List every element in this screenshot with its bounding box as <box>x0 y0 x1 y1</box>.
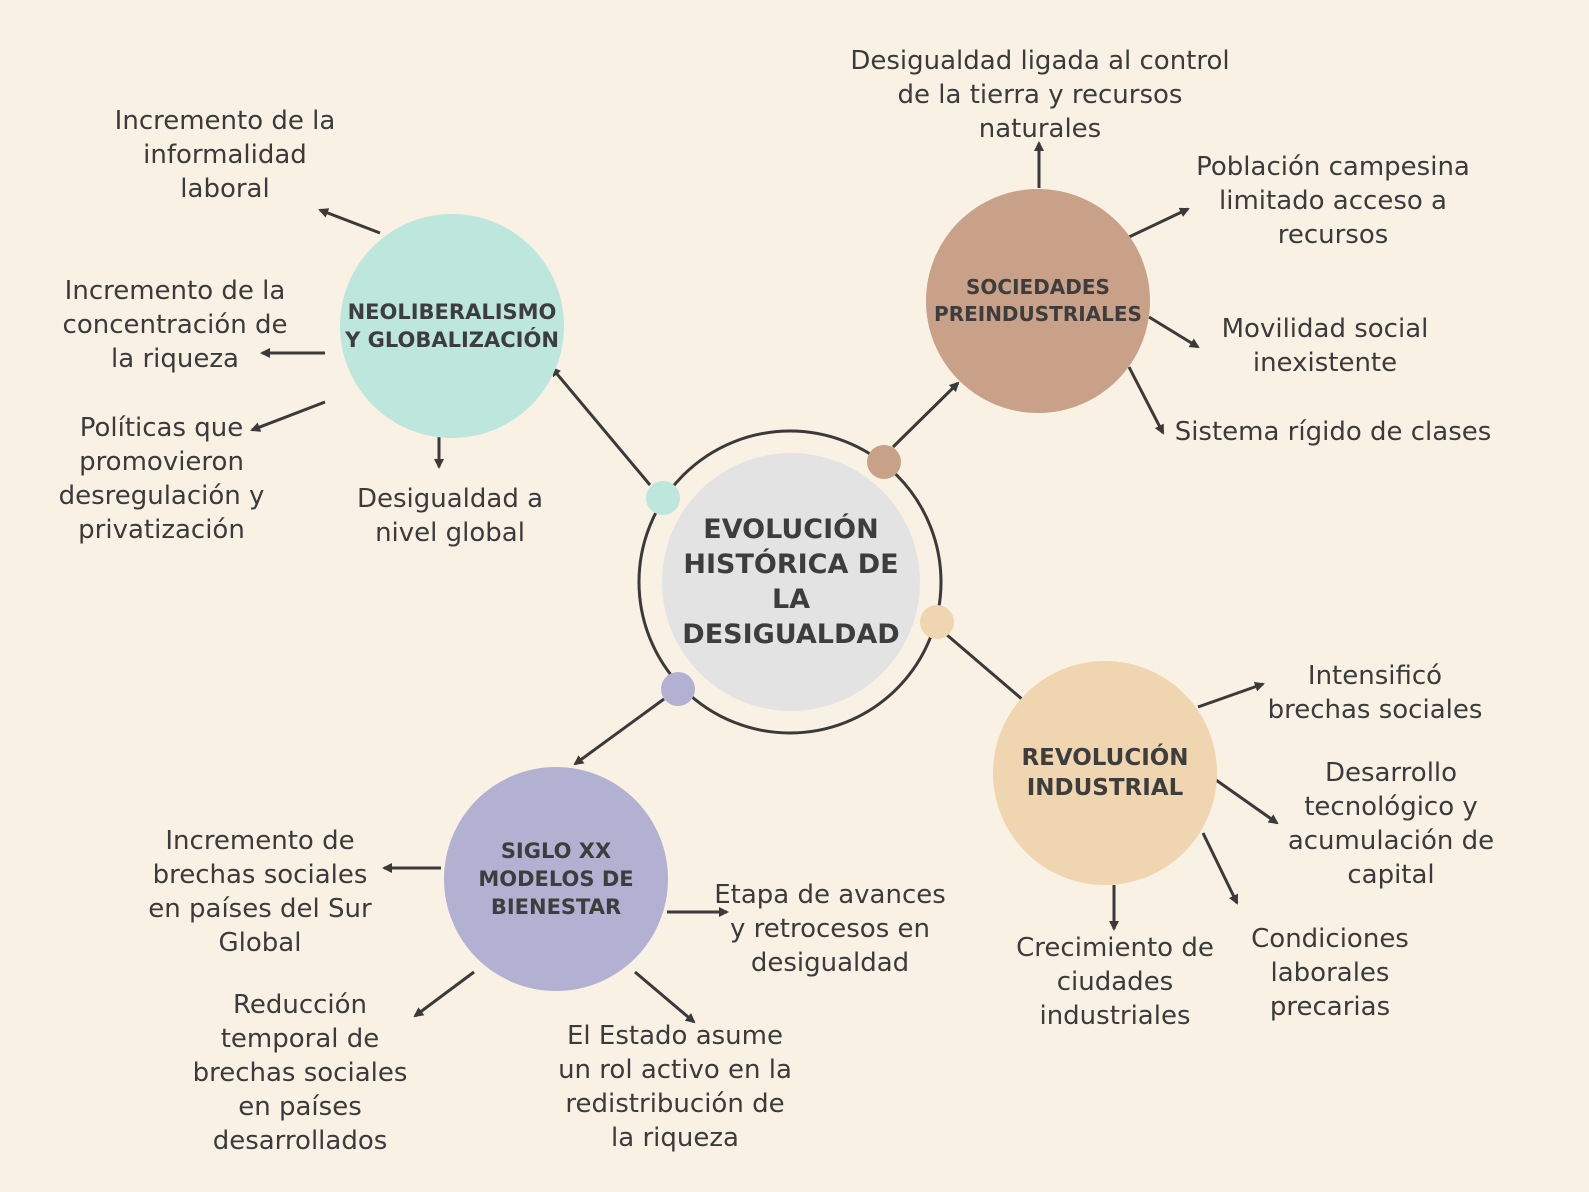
siglo-item-sur-global: Incremento de brechas sociales en países… <box>148 826 372 958</box>
arrow-pre-2 <box>1128 207 1190 239</box>
arrow-pre-3 <box>1148 315 1200 349</box>
center-topic: EVOLUCIÓN HISTÓRICA DE LA DESIGUALDAD <box>662 453 920 711</box>
arrow-siglo-3 <box>413 970 475 1018</box>
node-preindustriales-label: SOCIEDADES PREINDUSTRIALES <box>934 275 1142 326</box>
rev-item-ciudades: Crecimiento de ciudades industriales <box>1016 933 1214 1031</box>
arrow-center-to-siglo <box>573 697 665 766</box>
arrow-pre-4 <box>1127 366 1165 435</box>
neo-item-global: Desigualdad a nivel global <box>356 484 544 548</box>
accent-dot-lavender <box>661 672 695 706</box>
siglo-item-reduccion: Reducción temporal de brechas sociales e… <box>192 990 408 1156</box>
arrow-siglo-4 <box>634 970 696 1024</box>
node-siglo-label: SIGLO XX MODELOS DE BIENESTAR <box>478 839 634 919</box>
rev-item-condiciones: Condiciones laborales precarias <box>1251 924 1409 1022</box>
neo-item-politicas: Políticas que promovieron desregulación … <box>58 413 265 545</box>
neo-item-concentracion: Incremento de la concentración de la riq… <box>62 276 288 374</box>
node-neoliberalismo-label: NEOLIBERALISMO Y GLOBALIZACIÓN <box>345 300 559 352</box>
pre-item-tierra: Desigualdad ligada al control de la tier… <box>850 46 1230 144</box>
center-ring <box>637 429 943 735</box>
siglo-item-avances: Etapa de avances y retrocesos en desigua… <box>714 880 946 978</box>
accent-dot-peach <box>920 605 954 639</box>
pre-item-movilidad: Movilidad social inexistente <box>1221 314 1429 378</box>
pre-item-campesina: Población campesina limitado acceso a re… <box>1196 152 1470 250</box>
node-preindustriales: SOCIEDADES PREINDUSTRIALES <box>926 189 1150 413</box>
arrow-rev-1 <box>1197 681 1265 709</box>
center-title: EVOLUCIÓN HISTÓRICA DE LA DESIGUALDAD <box>682 514 900 650</box>
arrow-rev-2 <box>1215 778 1279 825</box>
arrow-center-to-neoliberalismo <box>550 366 652 486</box>
arrow-neo-1 <box>318 208 381 235</box>
accent-dot-brown <box>867 445 901 479</box>
rev-item-brechas: Intensificó brechas sociales <box>1267 661 1483 725</box>
siglo-item-estado: El Estado asume un rol activo en la redi… <box>558 1021 792 1153</box>
accent-dot-teal <box>646 481 680 515</box>
node-revolucion-label: REVOLUCIÓN INDUSTRIAL <box>1021 745 1189 801</box>
node-siglo: SIGLO XX MODELOS DE BIENESTAR <box>444 767 668 991</box>
arrow-neo-3 <box>250 400 326 432</box>
rev-item-desarrollo: Desarrollo tecnológico y acumulación de … <box>1287 758 1495 890</box>
arrow-center-to-preindustriales <box>891 381 960 449</box>
node-neoliberalismo: NEOLIBERALISMO Y GLOBALIZACIÓN <box>340 214 564 438</box>
node-revolucion: REVOLUCIÓN INDUSTRIAL <box>993 661 1217 885</box>
arrow-rev-3 <box>1201 832 1239 905</box>
pre-item-sistema: Sistema rígido de clases <box>1174 417 1492 447</box>
neo-item-informalidad: Incremento de la informalidad laboral <box>114 106 336 204</box>
